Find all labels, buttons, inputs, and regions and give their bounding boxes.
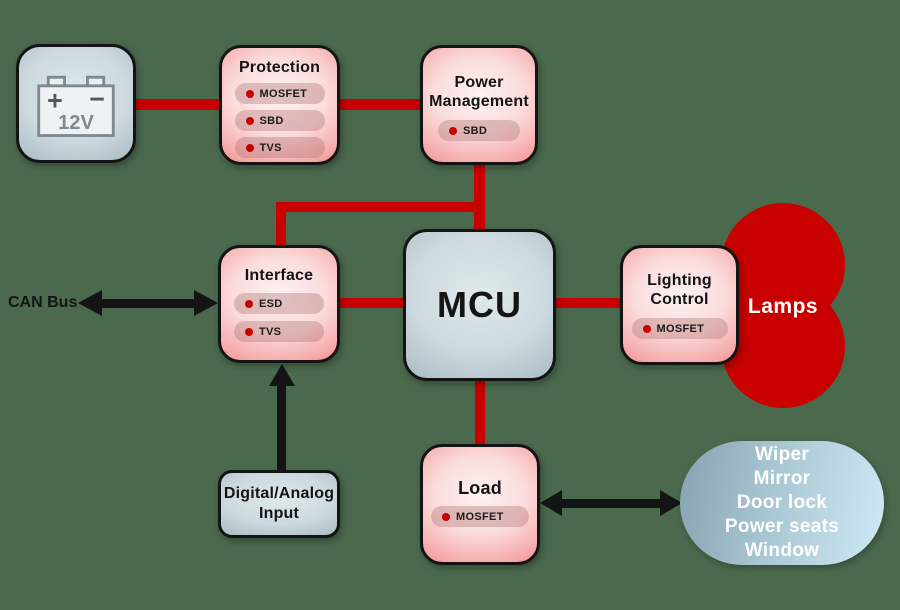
battery-minus-sign: −: [89, 83, 105, 113]
da-input-block: Digital/Analog Input: [218, 470, 340, 538]
red-dot-icon: [245, 89, 254, 98]
lighting-control-title: Lighting Control: [647, 272, 712, 308]
protection-item-sbd: SBD: [234, 110, 325, 131]
load-title: Load: [458, 478, 502, 498]
da-input-title: Digital/Analog Input: [223, 485, 335, 522]
red-dot-icon: [642, 324, 651, 333]
loads-item-mirror: Mirror: [753, 468, 811, 489]
loads-item-door-lock: Door lock: [736, 492, 828, 513]
loads-list-pill: Wiper Mirror Door lock Power seats Windo…: [680, 441, 884, 565]
red-dot-icon: [449, 126, 457, 135]
wire-interface-mcu: [338, 298, 406, 308]
mcu-title: MCU: [437, 284, 522, 325]
can-bus-arrow-shaft: [98, 299, 200, 308]
load-loads-arrow-shaft: [558, 499, 664, 508]
load-loads-arrowhead-right: [660, 490, 682, 516]
loads-item-wiper: Wiper: [754, 444, 810, 465]
red-dot-icon: [245, 299, 253, 308]
load-loads-arrowhead-left: [540, 490, 562, 516]
battery-icon: + − 12V: [37, 75, 115, 137]
lamps-blob-bottom: [721, 284, 845, 408]
interface-block: Interface ESD TVS: [218, 245, 340, 363]
load-item-mosfet: MOSFET: [431, 506, 529, 527]
red-dot-icon: [245, 143, 254, 152]
lighting-control-block: Lighting Control MOSFET: [620, 245, 739, 365]
battery-plus-sign: +: [47, 85, 63, 115]
protection-title: Protection: [238, 59, 321, 76]
power-management-title: Power Management: [429, 74, 529, 110]
da-input-arrowhead-up: [269, 364, 295, 386]
lamps-label: Lamps: [747, 295, 819, 318]
red-dot-icon: [245, 116, 254, 125]
interface-title: Interface: [244, 267, 314, 284]
can-bus-label: CAN Bus: [8, 294, 78, 311]
can-bus-arrowhead-left: [78, 290, 102, 316]
wire-battery-protection: [133, 99, 219, 110]
loads-item-power-seats: Power seats: [724, 516, 840, 537]
red-dot-icon: [245, 327, 253, 336]
battery-block: + − 12V: [16, 44, 136, 163]
wire-protection-powermgmt: [340, 99, 420, 110]
protection-block: Protection MOSFET SBD TVS: [219, 45, 340, 165]
protection-item-mosfet: MOSFET: [234, 83, 325, 104]
protection-item-tvs: TVS: [234, 137, 325, 158]
mcu-block: MCU: [403, 229, 556, 381]
can-bus-arrowhead-right: [194, 290, 218, 316]
da-input-arrow-shaft: [277, 380, 286, 470]
red-dot-icon: [442, 512, 450, 521]
wire-powermgmt-mcu: [474, 163, 485, 233]
wire-branch-interface-drop: [276, 202, 286, 248]
interface-item-tvs: TVS: [234, 321, 324, 342]
power-management-item-sbd: SBD: [438, 120, 520, 141]
power-management-block: Power Management SBD: [420, 45, 538, 165]
wire-branch-horizontal: [276, 202, 485, 212]
load-block: Load MOSFET: [420, 444, 540, 565]
wire-mcu-lighting: [554, 298, 623, 308]
interface-item-esd: ESD: [234, 293, 324, 314]
wire-mcu-load: [475, 378, 485, 447]
lighting-control-item-mosfet: MOSFET: [631, 318, 728, 339]
loads-item-window: Window: [744, 540, 820, 561]
battery-voltage: 12V: [58, 111, 94, 133]
